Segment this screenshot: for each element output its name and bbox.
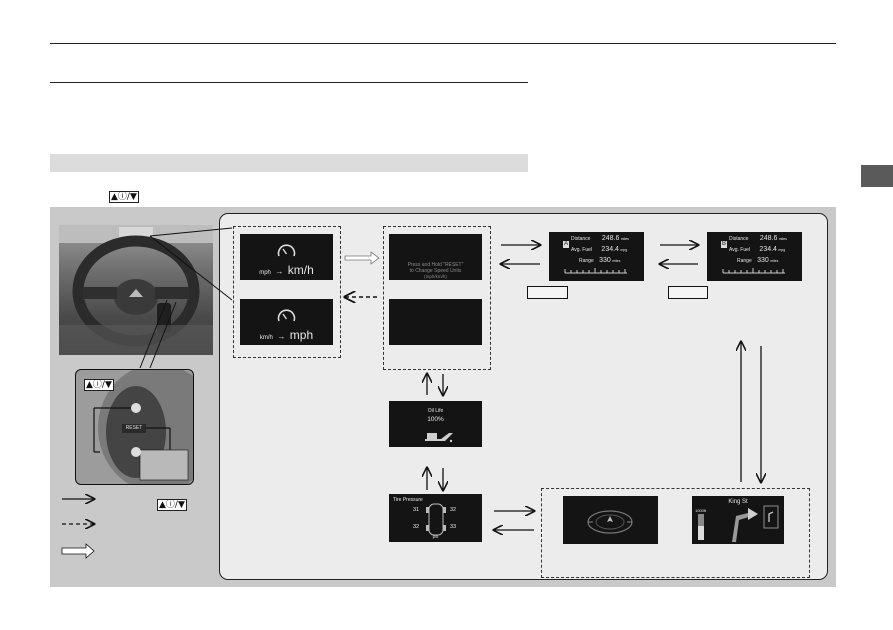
trip-a-range-row: Range 330 miles — [579, 257, 620, 264]
trip-b-range-unit: miles — [770, 259, 779, 263]
gauge-icon — [277, 309, 296, 322]
trip-b-distance-unit: miles — [778, 237, 787, 241]
compass-screen — [563, 496, 658, 544]
gauge-icon — [277, 244, 296, 257]
reset-prompt-line-3: (mph/km/h) — [424, 274, 447, 279]
navigation-screen: King St 1000ft — [692, 496, 784, 544]
unit-from-label: km/h — [259, 335, 273, 341]
trip-b-label-box — [668, 286, 708, 299]
unit-to-label: km/h — [287, 263, 314, 277]
tire-rl-value: 32 — [413, 524, 420, 530]
blank-screen — [389, 299, 482, 345]
reset-prompt-screen: Press and Hold "RESET" to Change Speed U… — [389, 234, 482, 280]
units-group-box — [233, 226, 341, 358]
trip-a-badge: A — [563, 241, 569, 248]
trip-b-row-2: Avg. Fuel 234.4 mpg — [729, 246, 785, 253]
tire-pressure-title: Tire Pressure — [393, 497, 423, 503]
trip-b-distance-label: Distance — [729, 236, 749, 242]
trip-b-badge: B — [721, 241, 727, 248]
header-button-symbol: ▲ⓘ/▼ — [109, 186, 139, 204]
tire-unit-label: psi — [432, 534, 439, 539]
units-row-2: km/h → mph — [240, 326, 333, 344]
trip-a-fuel-label: Avg. Fuel — [571, 247, 593, 253]
trip-a-label-box — [527, 286, 568, 299]
oil-life-value: 100% — [427, 416, 444, 423]
compass-icon — [587, 510, 633, 534]
reset-prompt-line-2: to Change Speed Units — [409, 268, 462, 274]
trip-b-row-1: Distance 248.6 miles — [729, 235, 787, 242]
units-screen-kmh-to-mph: km/h → mph — [240, 299, 333, 345]
arrow-right-icon: → — [275, 267, 284, 276]
section-bar — [50, 154, 528, 172]
trip-a-row-2: Avg. Fuel 234.4 mpg — [571, 246, 627, 253]
arrow-right-icon: → — [277, 332, 286, 341]
side-tab — [861, 165, 893, 187]
trip-b-fuel-label: Avg. Fuel — [729, 247, 751, 253]
button-symbol-label: ▲ⓘ/▼ — [109, 191, 139, 203]
trip-a-fuel-gauge — [564, 268, 627, 274]
reset-group-box — [383, 226, 491, 370]
switch-illustration — [93, 370, 193, 484]
unit-to-label: mph — [289, 328, 314, 342]
tire-pressure-screen: Tire Pressure 31 32 32 33 psi — [389, 494, 482, 542]
legend-hollow-arrow — [61, 543, 95, 559]
oil-life-screen: Oil Life 100% — [389, 401, 482, 447]
oil-can-icon — [425, 433, 453, 443]
top-rule — [50, 43, 836, 44]
trip-b-fuel-gauge — [722, 268, 785, 274]
inset-reset-label: RESET — [125, 425, 143, 431]
trip-a-fuel-unit: mpg — [620, 248, 628, 252]
steering-switch-inset: ▲ⓘ/▼ RESET — [75, 369, 194, 485]
legend-button-symbol: ▲ⓘ/▼ — [157, 494, 187, 512]
nav-group-box — [541, 488, 810, 578]
trip-a-distance-value: 248.6 — [601, 235, 620, 242]
steering-wheel-photo — [59, 225, 213, 355]
units-row-1: mph → km/h — [240, 261, 333, 279]
nav-street-label: King St — [728, 499, 748, 505]
trip-b-range-row: Range 330 miles — [737, 257, 778, 264]
trip-b-screen: B Distance 248.6 miles Avg. Fuel 234.4 m… — [707, 232, 802, 281]
trip-a-fuel-value: 234.4 — [601, 246, 619, 253]
unit-from-label: mph — [259, 270, 271, 276]
inset-button-symbol-label: ▲ⓘ/▼ — [84, 379, 114, 391]
trip-a-screen: A Distance 248.6 miles Avg. Fuel 234.4 m… — [549, 232, 644, 281]
trip-a-row-1: Distance 248.6 miles — [571, 235, 629, 242]
tire-fl-value: 31 — [413, 507, 420, 513]
trip-a-range-label: Range — [579, 258, 594, 264]
inset-button-symbol: ▲ⓘ/▼ — [84, 374, 114, 392]
trip-a-range-unit: miles — [612, 259, 621, 263]
oil-life-label: Oil Life — [427, 408, 444, 414]
trip-b-fuel-unit: mpg — [778, 248, 786, 252]
reset-prompt-line-1: Press and Hold "RESET" — [407, 262, 464, 268]
trip-b-range-label: Range — [737, 258, 752, 264]
car-outline-icon — [426, 503, 446, 536]
hollow-arrow-to-units — [344, 251, 380, 265]
section-rule — [50, 82, 528, 83]
trip-b-distance-value: 248.6 — [759, 235, 778, 242]
units-screen-mph-to-kmh: mph → km/h — [240, 234, 333, 280]
tire-rr-value: 33 — [450, 524, 457, 530]
legend-button-symbol-label: ▲ⓘ/▼ — [157, 499, 187, 511]
turn-arrow-icon — [698, 505, 779, 542]
trip-a-distance-unit: miles — [620, 237, 629, 241]
steering-wheel-illustration — [59, 225, 213, 355]
trip-b-range-value: 330 — [757, 257, 769, 264]
tire-fr-value: 32 — [450, 507, 457, 513]
trip-b-fuel-value: 234.4 — [759, 246, 777, 253]
trip-a-range-value: 330 — [599, 257, 611, 264]
nav-distance-label: 1000ft — [695, 508, 707, 513]
trip-a-distance-label: Distance — [571, 236, 591, 242]
